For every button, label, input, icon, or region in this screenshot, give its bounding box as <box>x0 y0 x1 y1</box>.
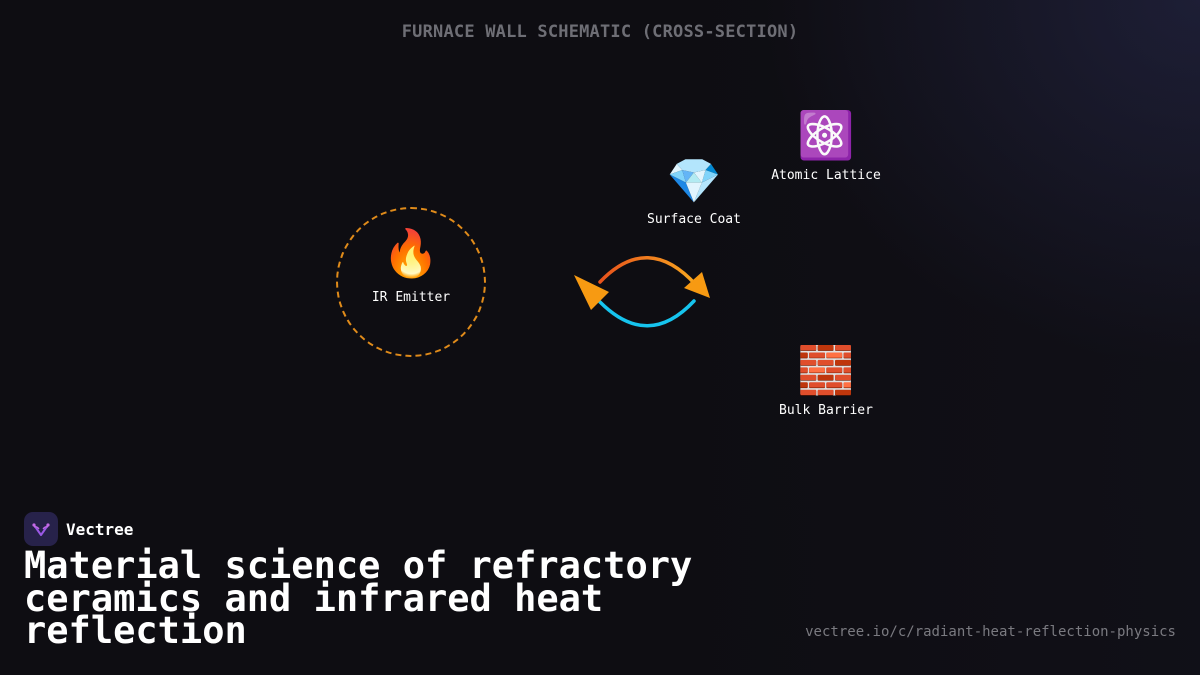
ir-emitter-node: 🔥 IR Emitter <box>351 230 471 305</box>
headline: Material science of refractory ceramics … <box>24 544 693 652</box>
surface-coat-label: Surface Coat <box>647 212 741 227</box>
heat-cycle-arrows <box>574 256 710 328</box>
bulk-barrier-node: 🧱 Bulk Barrier <box>766 347 886 418</box>
brick-icon: 🧱 <box>797 343 855 397</box>
ir-emitter-label: IR Emitter <box>371 290 451 305</box>
outgoing-heat-arc <box>598 256 698 287</box>
source-url[interactable]: vectree.io/c/radiant-heat-reflection-phy… <box>805 624 1176 640</box>
fire-icon: 🔥 <box>382 226 440 280</box>
reflected-heat-arc <box>598 299 696 328</box>
bulk-barrier-label: Bulk Barrier <box>779 403 873 418</box>
brand: Vectree <box>24 512 133 546</box>
vectree-logo-icon <box>24 512 58 546</box>
emitter-ring <box>336 207 486 357</box>
surface-coat-node: 💎 Surface Coat <box>634 156 754 228</box>
brand-name: Vectree <box>66 519 134 539</box>
atomic-lattice-label: Atomic Lattice <box>771 168 881 183</box>
atomic-lattice-node: ⚛️ Atomic Lattice <box>756 112 896 183</box>
gem-icon: 💎 <box>666 156 722 207</box>
atom-icon: ⚛️ <box>797 108 855 162</box>
diagram-title: FURNACE WALL SCHEMATIC (CROSS-SECTION) <box>401 22 799 42</box>
reflected-arrowhead <box>574 275 609 310</box>
outgoing-arrowhead <box>684 272 710 298</box>
